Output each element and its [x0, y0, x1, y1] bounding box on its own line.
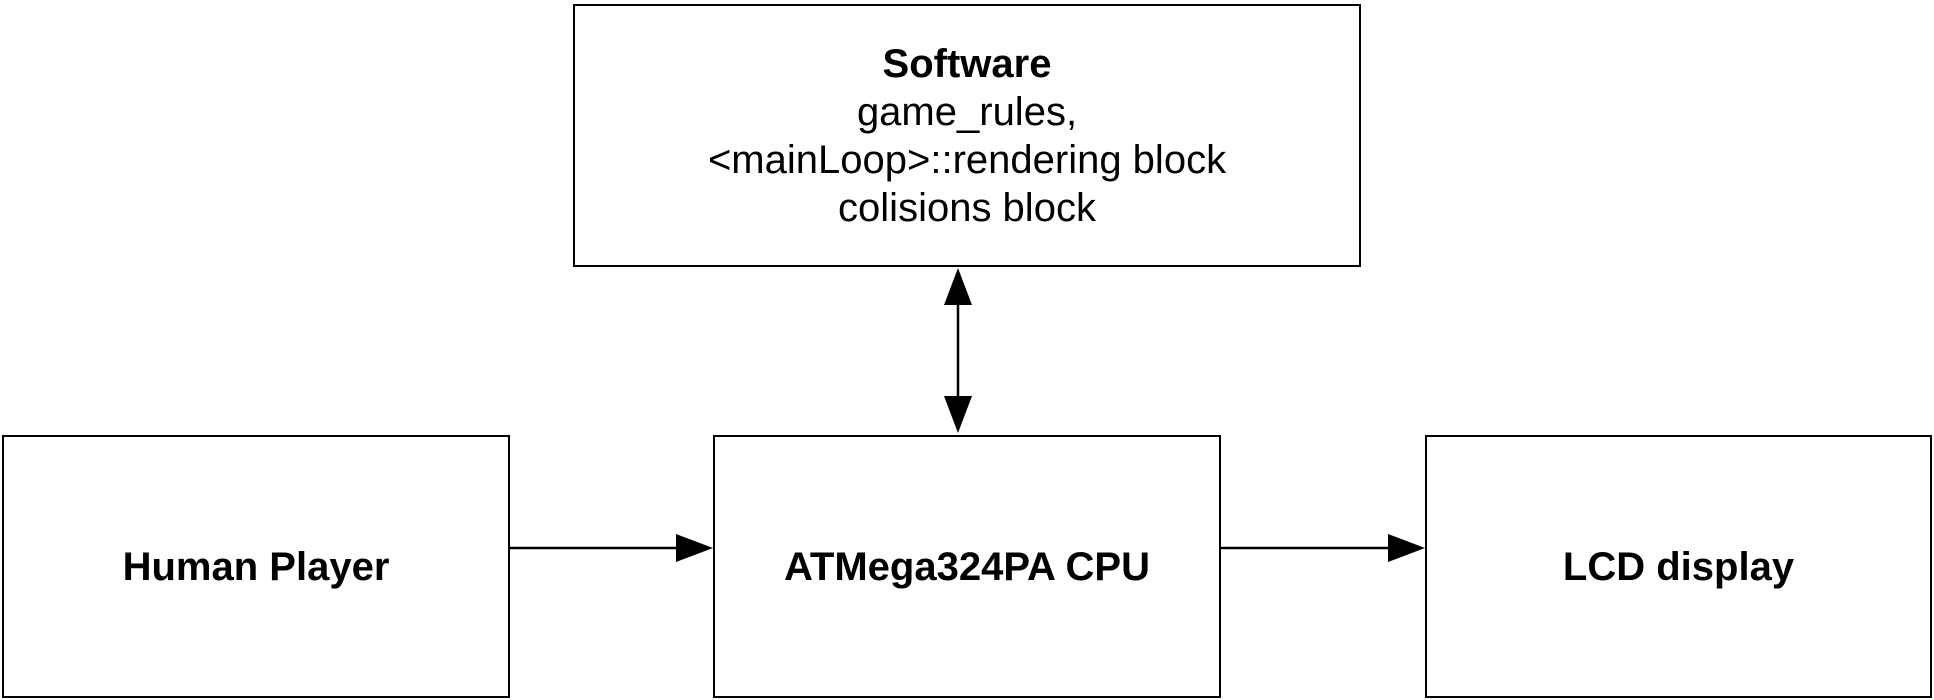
arrowhead-down-icon	[944, 396, 972, 433]
arrowhead-right-icon	[676, 534, 713, 562]
connector-software-cpu	[944, 268, 972, 433]
software-block-title: Software	[882, 41, 1052, 86]
cpu-label: ATMega324PA CPU	[783, 544, 1150, 589]
software-block-line: game_rules,	[856, 89, 1078, 134]
connector-human-cpu	[510, 534, 713, 562]
software-block: Software game_rules, <mainLoop>::renderi…	[573, 4, 1361, 267]
software-block-line: colisions block	[838, 185, 1096, 230]
cpu-block: ATMega324PA CPU	[713, 435, 1221, 698]
human-player-label: Human Player	[122, 544, 390, 589]
connector-cpu-lcd	[1221, 534, 1425, 562]
arrowhead-right-icon	[1388, 534, 1425, 562]
arrowhead-up-icon	[944, 268, 972, 305]
human-player-block: Human Player	[2, 435, 510, 698]
software-block-line: <mainLoop>::rendering block	[707, 137, 1227, 182]
lcd-display-label: LCD display	[1562, 544, 1795, 589]
lcd-display-block: LCD display	[1425, 435, 1932, 698]
